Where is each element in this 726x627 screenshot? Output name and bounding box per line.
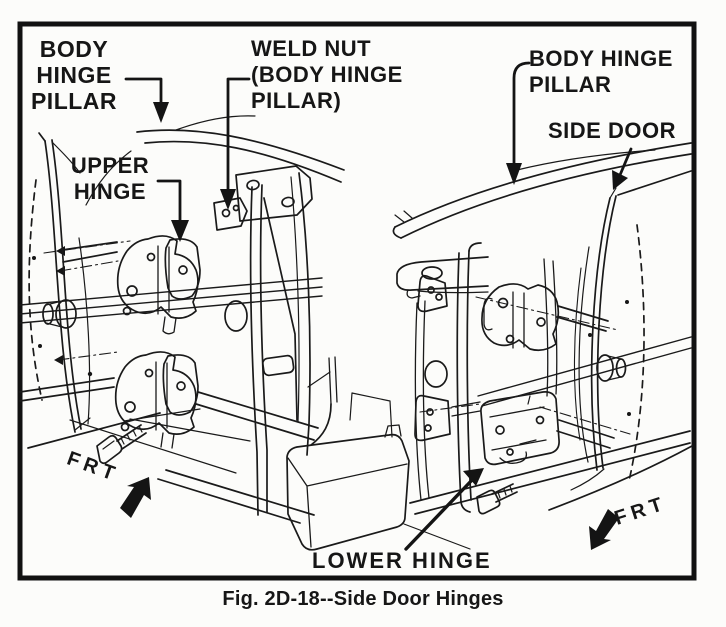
down-arrowhead-icon — [220, 189, 236, 210]
right-lower-hinge — [419, 391, 631, 466]
down-arrowhead-icon — [171, 220, 189, 242]
down-left-arrowhead-icon — [612, 170, 628, 190]
leader-lower-hinge — [404, 468, 484, 551]
leader-lines — [124, 61, 633, 551]
left-sill-end — [307, 356, 338, 446]
leader-upper-hinge — [156, 179, 189, 242]
label-line: PILLAR) — [251, 88, 342, 113]
leader-body-hinge-pillar-left — [124, 77, 169, 123]
attachment-arrow-icon — [56, 246, 65, 256]
label-line: WELD NUT — [251, 36, 372, 61]
down-arrowhead-icon — [506, 163, 522, 185]
right-sill-lines — [403, 430, 693, 550]
caption-text: Fig. 2D-18--Side Door Hinges — [222, 588, 504, 610]
frt-forward-arrow-right-icon — [589, 509, 619, 550]
label-lower-hinge: LOWER HINGE — [312, 548, 492, 574]
label-line: SIDE DOOR — [548, 118, 676, 143]
label-line: HINGE — [36, 62, 112, 88]
label-line: LOWER HINGE — [312, 548, 492, 573]
right-fender-arcs — [392, 142, 692, 239]
attachment-arrow-icon — [54, 355, 63, 365]
right-rocker-box — [286, 392, 410, 551]
leader-weld-nut — [220, 77, 251, 210]
right-assembly — [286, 142, 693, 551]
leader-side-door — [612, 147, 633, 190]
label-body-hinge-pillar-left: BODY HINGE PILLAR — [22, 36, 126, 114]
frt-forward-arrow-left-icon — [120, 477, 151, 518]
label-line: HINGE — [73, 179, 147, 204]
figure-caption: Fig. 2D-18--Side Door Hinges — [0, 588, 726, 611]
label-line: UPPER — [70, 153, 150, 178]
label-side-door: SIDE DOOR — [548, 118, 676, 144]
left-lower-hinge — [19, 351, 199, 449]
leader-body-hinge-pillar-right — [506, 61, 531, 185]
figure-border — [17, 21, 697, 581]
label-line: (BODY HINGE — [251, 62, 403, 87]
down-arrowhead-icon — [153, 102, 169, 123]
right-check-knob — [596, 354, 614, 382]
left-assembly — [19, 115, 345, 524]
up-right-arrowhead-icon — [463, 468, 484, 486]
label-body-hinge-pillar-right: BODY HINGE PILLAR — [529, 46, 673, 98]
right-hinge-pillar — [396, 242, 558, 513]
left-upper-hinge — [43, 235, 201, 335]
left-weld-nut-bracket — [213, 197, 248, 231]
label-line: PILLAR — [529, 72, 612, 97]
attachment-arrow-icon — [56, 266, 65, 276]
left-hinge-pillar — [224, 165, 313, 516]
left-rocker-lines — [27, 391, 319, 524]
label-weld-nut: WELD NUT (BODY HINGE PILLAR) — [251, 36, 403, 114]
left-door-edge — [28, 132, 93, 433]
left-fender-arcs — [85, 115, 345, 206]
label-line: BODY — [39, 36, 109, 62]
right-hinge-bolt — [476, 483, 518, 515]
label-upper-hinge: UPPER HINGE — [64, 153, 156, 205]
right-upper-hinge — [475, 283, 619, 352]
label-line: BODY HINGE — [529, 46, 673, 71]
right-check-rod — [477, 336, 692, 407]
label-line: PILLAR — [30, 88, 118, 114]
right-door-edge — [573, 170, 692, 482]
